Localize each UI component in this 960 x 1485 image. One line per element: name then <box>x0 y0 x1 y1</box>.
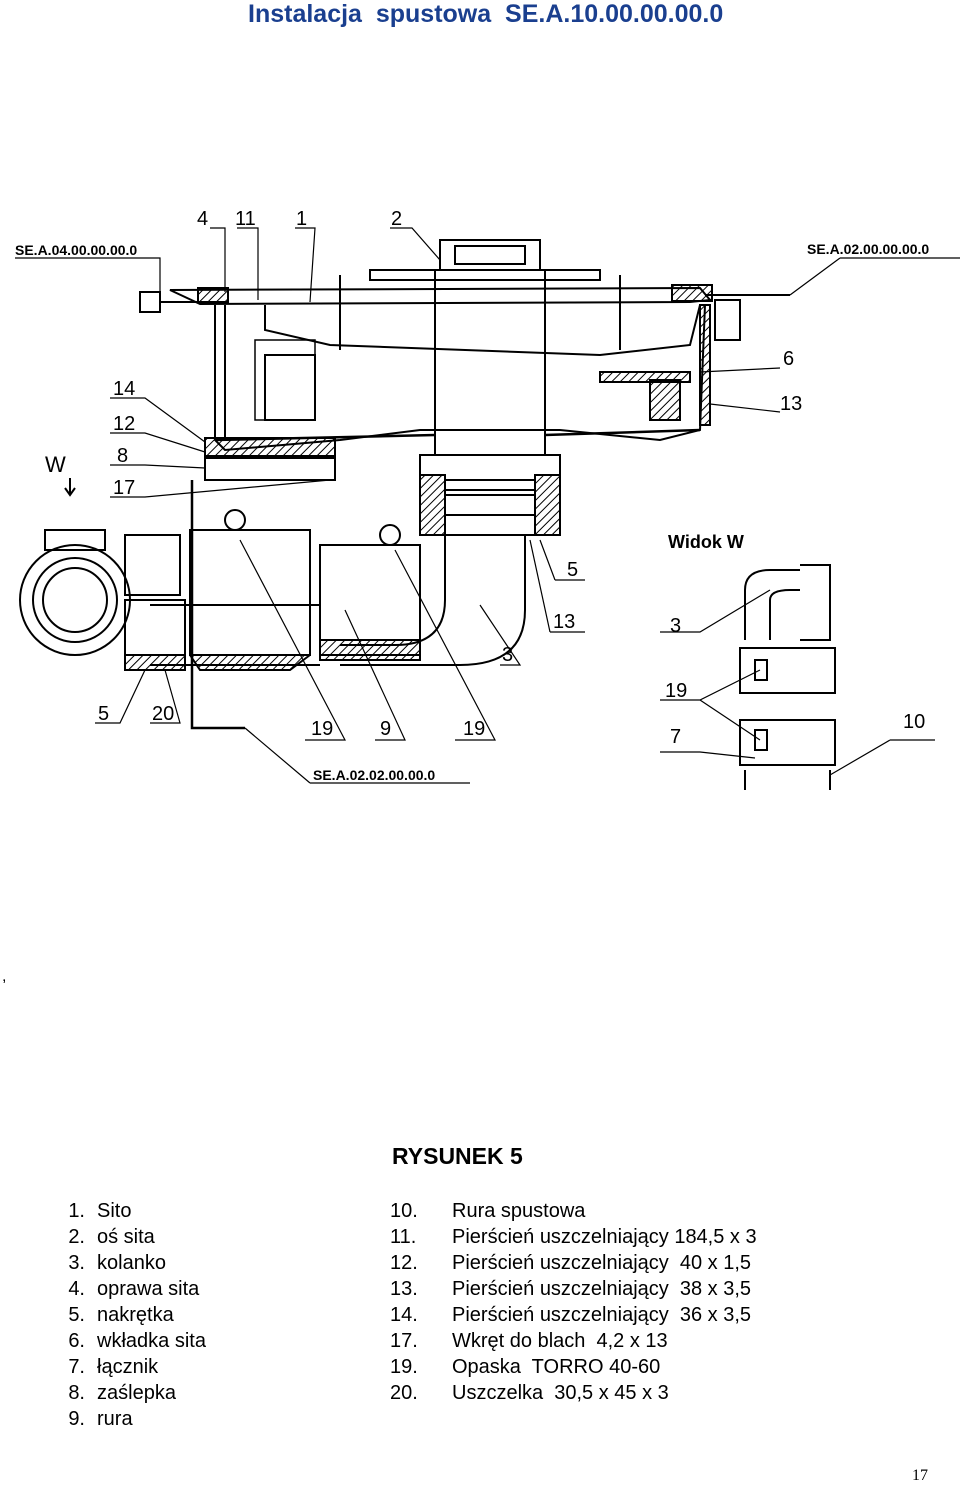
legend-item-number: 11. <box>390 1226 417 1248</box>
legend-item: 6. wkładka sita <box>62 1328 206 1354</box>
ref-left: SE.A.04.00.00.00.0 <box>15 242 137 258</box>
legend-item: 14. Pierścień uszczelniający 36 x 3,5 <box>390 1302 757 1328</box>
legend-item-text: Uszczelka 30,5 x 45 x 3 <box>452 1382 669 1404</box>
callout-10-view: 10 <box>903 711 925 733</box>
callout-5-left: 5 <box>98 703 109 725</box>
legend-item-number: 10. <box>390 1200 418 1222</box>
legend-item: 17. Wkręt do blach 4,2 x 13 <box>390 1328 757 1354</box>
callout-17: 17 <box>113 477 135 499</box>
legend-left: 1. Sito 2. oś sita 3. kolanko 4. oprawa sita 5. n… <box>62 1198 206 1432</box>
legend-item: 7. łącznik <box>62 1354 206 1380</box>
technical-drawing: 4 11 1 2 6 13 14 12 8 17 5 13 3 5 20 19 … <box>15 208 960 790</box>
legend-item: 11. Pierścień uszczelniający 184,5 x 3 <box>390 1224 757 1250</box>
callout-14: 14 <box>113 378 135 400</box>
page-number: 17 <box>912 1467 928 1484</box>
legend-item-text: Rura spustowa <box>452 1200 586 1222</box>
callout-1: 1 <box>296 208 307 230</box>
callout-3-view: 3 <box>670 615 681 637</box>
legend-right: 10. Rura spustowa 11. Pierścień uszczelniaj… <box>390 1198 757 1406</box>
legend-item: 5. nakrętka <box>62 1302 206 1328</box>
legend-item-text: oś sita <box>97 1226 155 1248</box>
figure-title: RYSUNEK 5 <box>392 1143 523 1169</box>
legend-item-number: 9. <box>68 1408 85 1430</box>
legend-item-text: kolanko <box>97 1252 166 1274</box>
legend-item: 13. Pierścień uszczelniający 38 x 3,5 <box>390 1276 757 1302</box>
legend-item-number: 2. <box>68 1226 85 1248</box>
legend-item-text: nakrętka <box>97 1304 174 1326</box>
view-label: Widok W <box>668 532 744 552</box>
callout-5-mid: 5 <box>567 559 578 581</box>
legend-item-text: zaślepka <box>97 1382 176 1404</box>
callout-2: 2 <box>391 208 402 230</box>
legend-item-number: 13. <box>390 1278 418 1300</box>
legend-item-number: 5. <box>68 1304 85 1326</box>
legend-item-text: Pierścień uszczelniający 38 x 3,5 <box>452 1278 752 1300</box>
legend-item-number: 4. <box>68 1278 85 1300</box>
legend-item-text: łącznik <box>97 1356 159 1378</box>
legend-item: 2. oś sita <box>62 1224 206 1250</box>
legend-item-text: Sito <box>97 1200 132 1222</box>
legend-item-number: 14. <box>390 1304 418 1326</box>
ref-bottom: SE.A.02.02.00.00.0 <box>313 767 435 783</box>
w-arrow-label: W <box>45 452 66 477</box>
legend-item-number: 6. <box>68 1330 85 1352</box>
legend-item-text: Pierścień uszczelniający 184,5 x 3 <box>452 1226 757 1248</box>
legend-item-text: wkładka sita <box>97 1330 206 1352</box>
legend-item-text: Opaska TORRO 40-60 <box>452 1356 661 1378</box>
legend-item-text: Pierścień uszczelniający 40 x 1,5 <box>452 1252 752 1274</box>
legend-item: 8. zaślepka <box>62 1380 206 1406</box>
callout-19-b: 19 <box>463 718 485 740</box>
callout-12: 12 <box>113 413 135 435</box>
legend-item-number: 8. <box>68 1382 85 1404</box>
callout-6: 6 <box>783 348 794 370</box>
page-title: Instalacja spustowa SE.A.10.00.00.00.0 <box>248 0 724 28</box>
callout-19-view: 19 <box>665 680 687 702</box>
legend-item-number: 19. <box>390 1356 418 1378</box>
legend-item: 3. kolanko <box>62 1250 206 1276</box>
callout-13-top: 13 <box>780 393 802 415</box>
legend-item-text: Pierścień uszczelniający 36 x 3,5 <box>452 1304 752 1326</box>
legend-item-number: 1. <box>68 1200 85 1222</box>
legend-item: 1. Sito <box>62 1198 206 1224</box>
legend-item-text: rura <box>97 1408 133 1430</box>
callout-11: 11 <box>235 208 256 230</box>
callout-3-mid: 3 <box>502 644 513 666</box>
legend-item-number: 17. <box>390 1330 418 1352</box>
legend-item-number: 12. <box>390 1252 418 1274</box>
callout-8: 8 <box>117 445 128 467</box>
legend-item-text: Wkręt do blach 4,2 x 13 <box>452 1330 668 1352</box>
legend-item-text: oprawa sita <box>97 1278 200 1300</box>
ref-right: SE.A.02.00.00.00.0 <box>807 241 929 257</box>
legend-item: 20. Uszczelka 30,5 x 45 x 3 <box>390 1380 757 1406</box>
legend-item: 19. Opaska TORRO 40-60 <box>390 1354 757 1380</box>
legend-item: 9. rura <box>62 1406 206 1432</box>
legend-item-number: 7. <box>68 1356 85 1378</box>
callout-7-view: 7 <box>670 726 681 748</box>
legend-item-number: 3. <box>68 1252 85 1274</box>
callout-9: 9 <box>380 718 391 740</box>
legend-item: 10. Rura spustowa <box>390 1198 757 1224</box>
callout-19-a: 19 <box>311 718 333 740</box>
legend-item: 12. Pierścień uszczelniający 40 x 1,5 <box>390 1250 757 1276</box>
stray-mark: , <box>2 968 7 985</box>
legend-item-number: 20. <box>390 1382 418 1404</box>
callout-20: 20 <box>152 703 174 725</box>
callout-4: 4 <box>197 208 208 230</box>
callout-13-mid: 13 <box>553 611 575 633</box>
legend-item: 4. oprawa sita <box>62 1276 206 1302</box>
